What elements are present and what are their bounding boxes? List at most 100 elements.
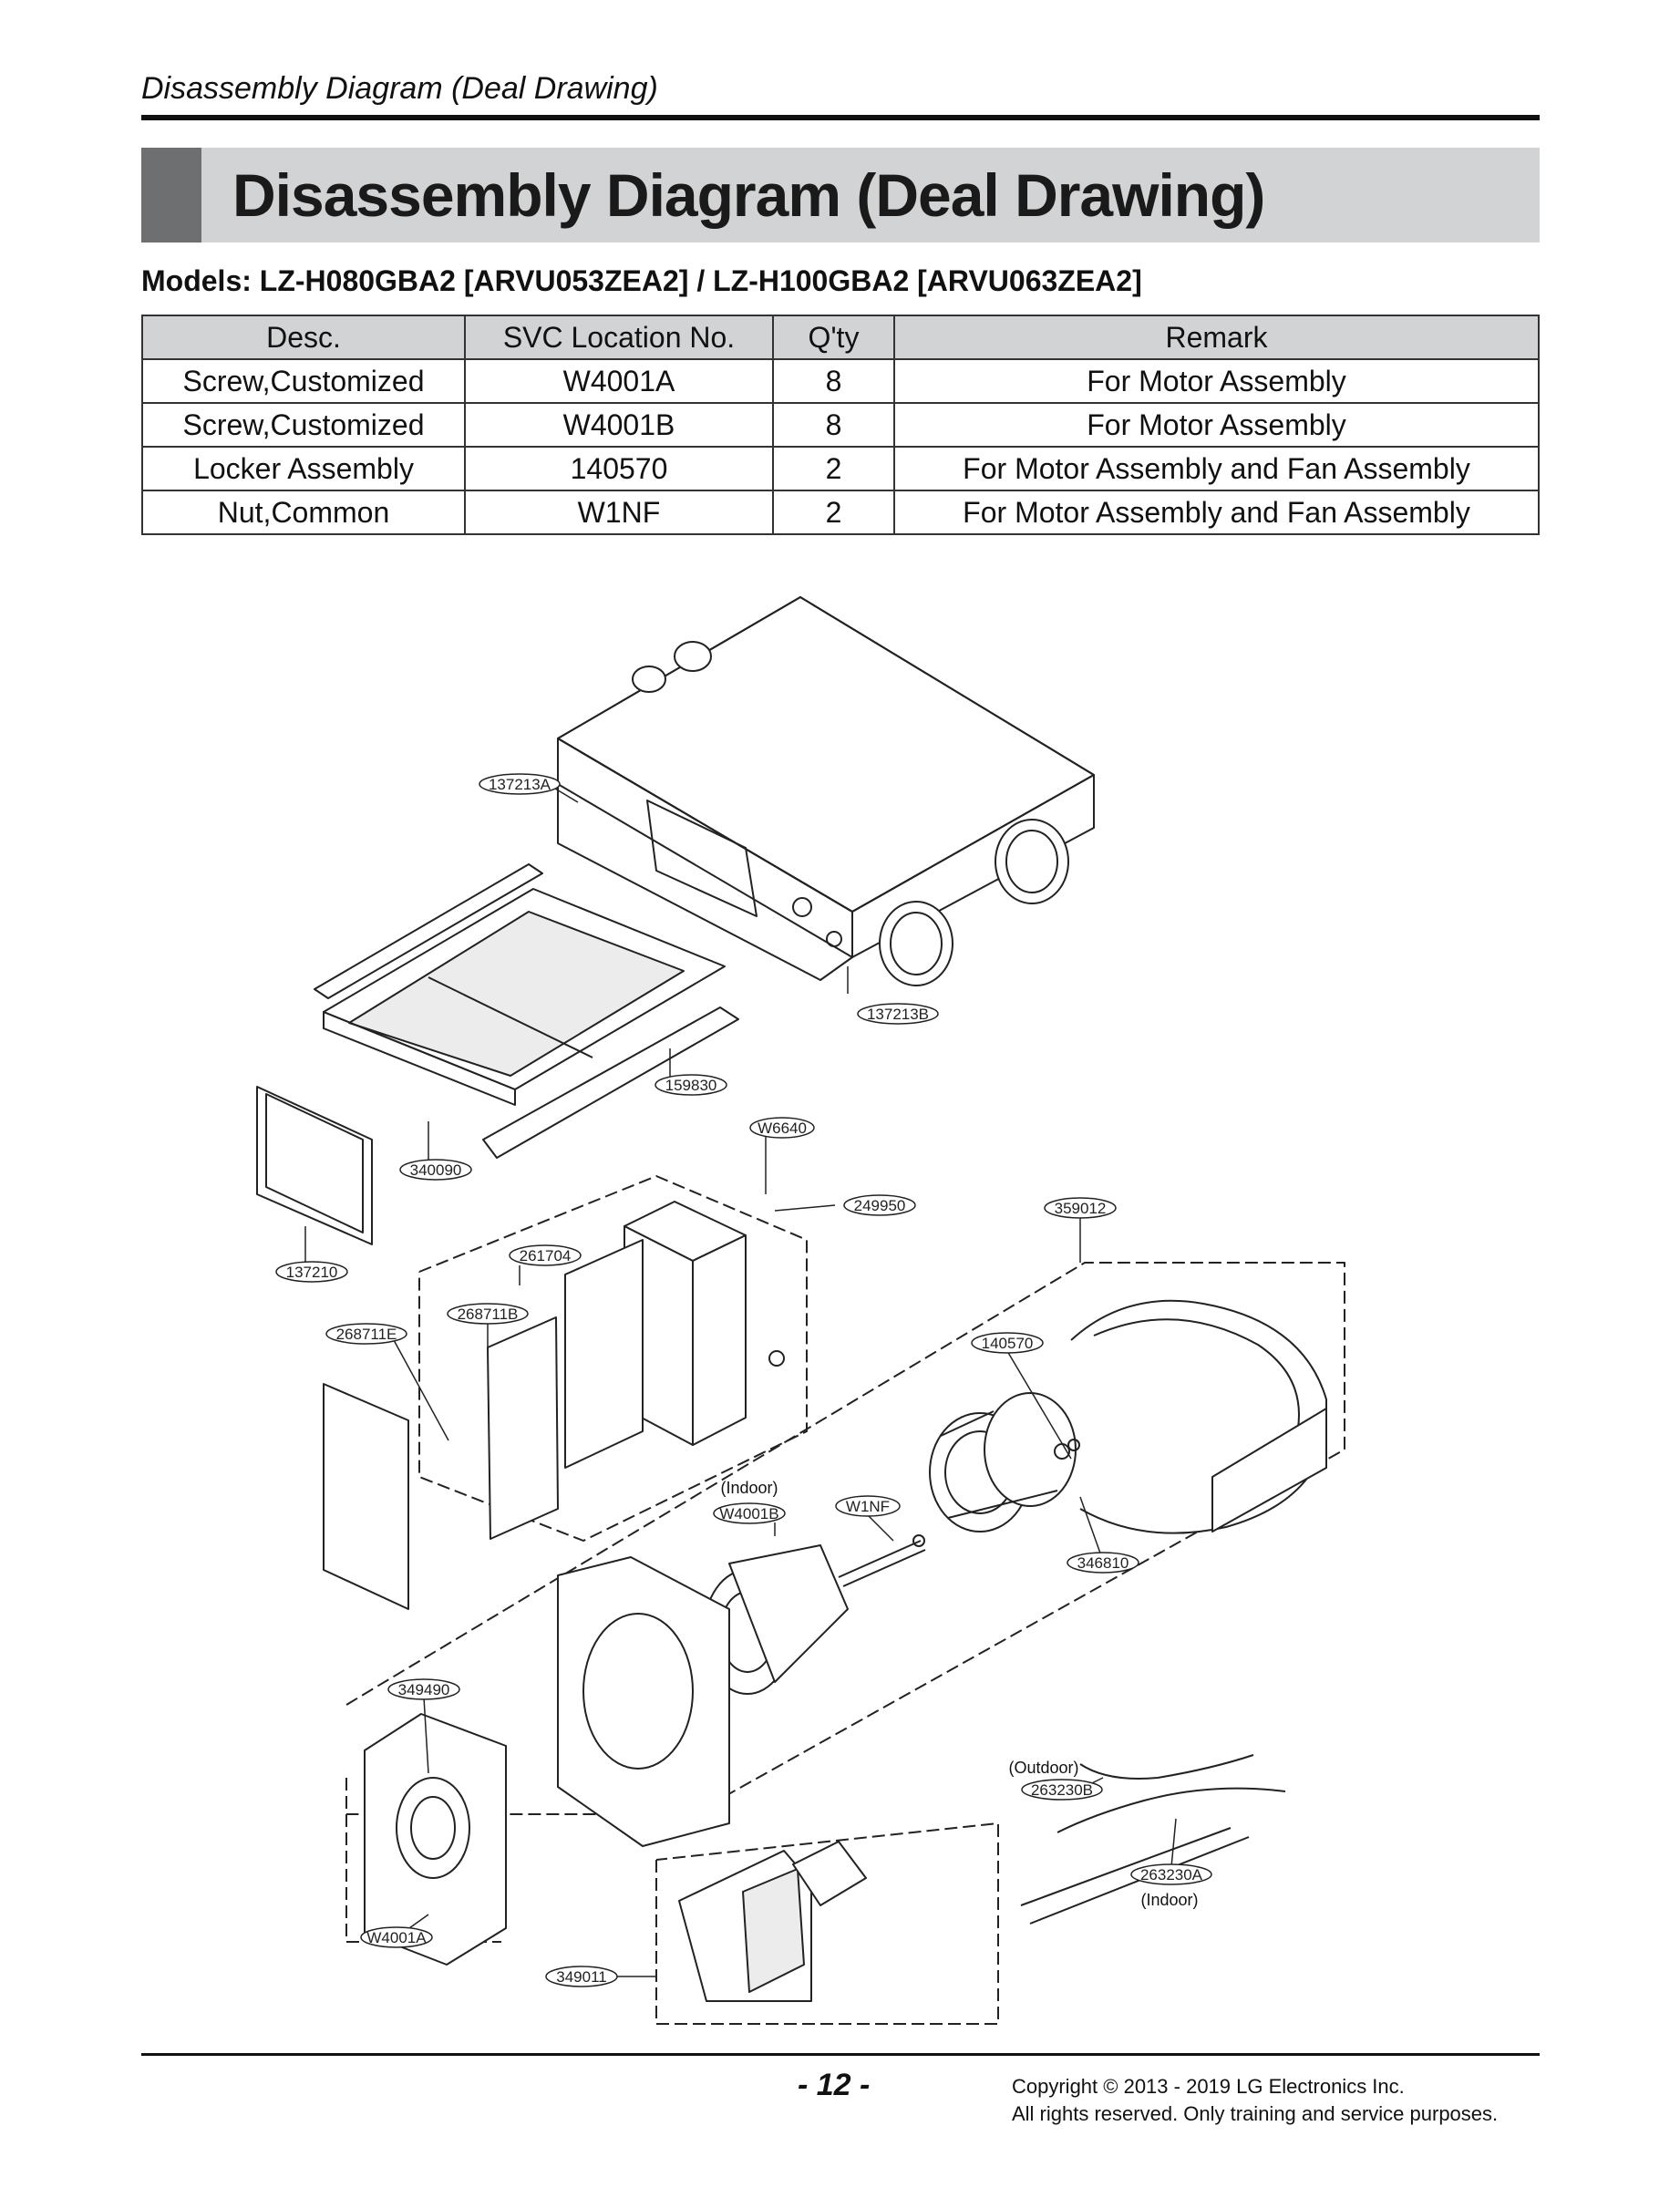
cell-remark: For Motor Assembly and Fan Assembly [893, 446, 1540, 491]
callout-label: 140570 [982, 1335, 1034, 1352]
title-tab [141, 148, 201, 243]
callout-oval [1044, 1197, 1117, 1219]
note-outdoor-harness: (Outdoor) [1008, 1759, 1078, 1777]
callout-w1nf: W1NF [835, 1495, 901, 1517]
cell-desc: Locker Assembly [141, 446, 466, 491]
footer-rule [141, 2053, 1540, 2056]
callout-label: 349011 [556, 1968, 606, 1986]
cell-svc-location: W4001A [464, 358, 774, 404]
callout-label: 263230A [1140, 1866, 1203, 1884]
note-indoor-harness: (Indoor) [1140, 1891, 1198, 1909]
control-box [487, 1201, 785, 1540]
note-indoor-motor: (Indoor) [720, 1479, 778, 1497]
callout-263230a: 263230A [1130, 1863, 1212, 1885]
column-header-desc: Desc. [141, 315, 466, 360]
callout-249950: 249950 [843, 1194, 916, 1216]
motor-plate [557, 1556, 730, 1847]
callout-349011: 349011 [545, 1966, 618, 1987]
callout-oval [1021, 1779, 1103, 1801]
copyright: Copyright © 2013 - 2019 LG Electronics I… [1012, 2073, 1498, 2128]
callout-oval [1130, 1863, 1212, 1885]
callout-label: 340090 [410, 1161, 462, 1179]
side-panel [256, 1086, 373, 1245]
copyright-line-2: All rights reserved. Only training and s… [1012, 2102, 1499, 2125]
callout-label: W4001B [719, 1505, 778, 1522]
models-line: Models: LZ-H080GBA2 [ARVU053ZEA2] / LZ-H… [141, 264, 1142, 297]
callout-oval [971, 1332, 1044, 1354]
callout-w4001b: W4001B [713, 1502, 786, 1524]
title-band: Disassembly Diagram (Deal Drawing) [141, 148, 1540, 243]
page-title: Disassembly Diagram (Deal Drawing) [232, 161, 1265, 229]
callout-268711e: 268711E [325, 1323, 407, 1345]
callout-137210: 137210 [275, 1261, 348, 1283]
header-rule [141, 115, 1540, 120]
front-cover [323, 1383, 409, 1610]
callout-label: 159830 [665, 1077, 717, 1094]
cell-qty: 2 [772, 490, 895, 535]
callout-label: 268711B [458, 1306, 519, 1323]
callout-oval [835, 1495, 901, 1517]
cell-svc-location: 140570 [464, 446, 774, 491]
callout-oval [479, 773, 561, 795]
callout-268711b: 268711B [447, 1303, 529, 1325]
control-box-outline [418, 1175, 808, 1542]
cell-qty: 2 [772, 446, 895, 491]
cell-desc: Screw,Customized [141, 358, 466, 404]
callout-oval [399, 1159, 472, 1181]
callout-label: 263230B [1031, 1781, 1093, 1799]
cell-desc: Screw,Customized [141, 402, 466, 448]
callout-oval [749, 1117, 815, 1139]
callout-oval [1067, 1552, 1139, 1574]
cell-svc-location: W4001B [464, 402, 774, 448]
table-row: Nut,Common W1NF 2 For Motor Assembly and… [141, 490, 1540, 535]
callout-oval [654, 1074, 727, 1096]
callout-oval [545, 1966, 618, 1987]
filter-assembly [314, 863, 739, 1159]
callout-oval [509, 1244, 582, 1266]
cell-desc: Nut,Common [141, 490, 466, 535]
callout-label: 346810 [1077, 1554, 1129, 1572]
blower-wheel [929, 1392, 1080, 1533]
table-row: Screw,Customized W4001B 8 For Motor Asse… [141, 402, 1540, 448]
cell-svc-location: W1NF [464, 490, 774, 535]
callout-oval [360, 1926, 433, 1948]
cell-remark: For Motor Assembly [893, 402, 1540, 448]
cell-qty: 8 [772, 358, 895, 404]
fan-section-outline [345, 1262, 1345, 1815]
callout-label: W6640 [758, 1120, 807, 1137]
callout-label: W1NF [846, 1498, 890, 1515]
running-title: Disassembly Diagram (Deal Drawing) [141, 71, 658, 106]
parts-table: Desc. SVC Location No. Q'ty Remark Screw… [141, 315, 1540, 535]
table-row: Screw,Customized W4001A 8 For Motor Asse… [141, 358, 1540, 404]
column-header-qty: Q'ty [772, 315, 895, 360]
callout-oval [325, 1323, 407, 1345]
column-header-remark: Remark [893, 315, 1540, 360]
callout-261704: 261704 [509, 1244, 582, 1266]
callout-label: 359012 [1055, 1200, 1107, 1217]
callout-oval [387, 1678, 460, 1700]
callout-label: W4001A [366, 1929, 427, 1946]
callout-359012: 359012 [1044, 1197, 1117, 1219]
cell-qty: 8 [772, 402, 895, 448]
callout-label: 261704 [520, 1247, 572, 1264]
callout-oval [713, 1502, 786, 1524]
callout-label: 137210 [286, 1264, 338, 1281]
callout-label: 137213A [489, 776, 551, 793]
callout-label: 349490 [398, 1681, 450, 1698]
callout-oval [843, 1194, 916, 1216]
motor [703, 1534, 926, 1695]
page-number: - 12 - [798, 2068, 871, 2102]
cell-remark: For Motor Assembly and Fan Assembly [893, 490, 1540, 535]
callout-159830: 159830 [654, 1074, 727, 1096]
callout-oval [275, 1261, 348, 1283]
callout-label: 249950 [854, 1197, 906, 1214]
callout-140570: 140570 [971, 1332, 1044, 1354]
callout-oval [447, 1303, 529, 1325]
callout-label: 137213B [867, 1006, 929, 1023]
callout-label: 268711E [336, 1326, 397, 1343]
cell-remark: For Motor Assembly [893, 358, 1540, 404]
callout-w6640: W6640 [749, 1117, 815, 1139]
callout-346810: 346810 [1067, 1552, 1139, 1574]
